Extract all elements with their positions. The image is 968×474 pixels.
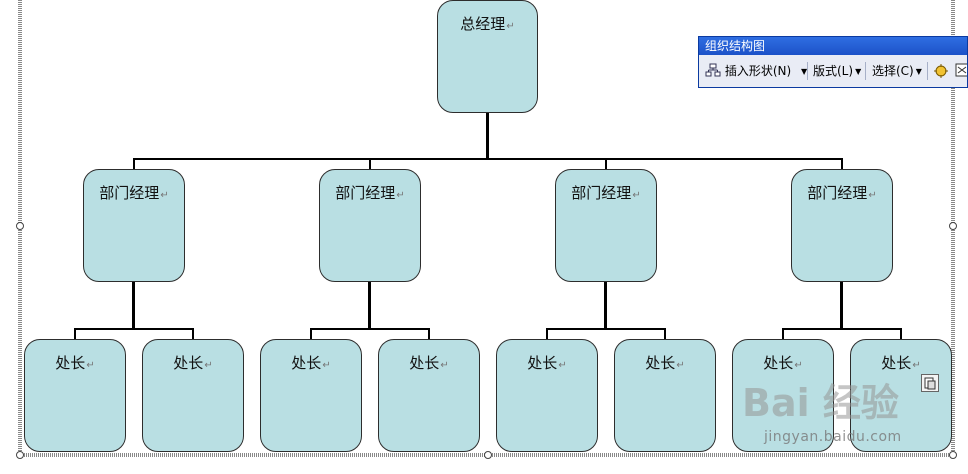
connector-horizontal-dept-3 [546,328,665,330]
connector-drop-4b [900,328,902,339]
connector-horizontal-dept-4 [782,328,901,330]
resize-handle-bottom-left[interactable] [16,451,24,459]
node-label: 处长 [527,354,558,372]
paragraph-mark: ↵ [160,190,169,201]
connector-drop-3b [664,328,666,339]
watermark-url: jingyan.baidu.com [764,429,902,445]
paragraph-mark: ↵ [440,360,449,371]
connector-drop-2a [310,328,312,339]
layout-label: 版式(L) [813,64,854,78]
connector-horizontal-level1 [133,158,842,160]
node-label: 部门经理 [571,184,632,202]
paragraph-mark: ↵ [868,190,877,201]
connector-drop-3 [605,158,607,169]
watermark-brand: Bai 经验 [742,381,899,425]
paragraph-mark: ↵ [506,21,515,32]
chevron-down-icon: ▼ [855,67,862,76]
paragraph-mark: ↵ [632,190,641,201]
baidu-watermark: Bai 经验 jingyan.baidu.com [736,372,968,472]
node-label: 部门经理 [335,184,396,202]
toolbar-separator [865,62,866,80]
insert-shape-icon [705,63,721,77]
org-chart-toolbar[interactable]: 组织结构图 插入形状(N) ▼ 版式(L)▼ 选择(C)▼ [698,36,968,88]
paragraph-mark: ↵ [86,360,95,371]
node-label: 部门经理 [99,184,160,202]
node-department-manager-4[interactable]: 部门经理↵ [791,169,893,282]
fit-text-icon [955,63,967,77]
connector-dept-2 [368,282,371,329]
connector-dept-3 [604,282,607,329]
connector-drop-2b [428,328,430,339]
node-label: 处长 [409,354,440,372]
resize-handle-bottom[interactable] [484,451,492,459]
resize-handle-left[interactable] [16,222,24,230]
toolbar-separator [807,62,808,80]
node-section-head-3b[interactable]: 处长↵ [614,339,716,452]
select-label: 选择(C) [872,64,914,78]
node-label: 处长 [173,354,204,372]
node-label: 处长 [291,354,322,372]
paste-options-icon[interactable] [921,374,939,392]
autoformat-icon [934,64,948,78]
node-section-head-2b[interactable]: 处长↵ [378,339,480,452]
node-label: 处长 [763,354,794,372]
paragraph-mark: ↵ [794,360,803,371]
paragraph-mark: ↵ [558,360,567,371]
connector-horizontal-dept-2 [310,328,429,330]
paragraph-mark: ↵ [396,190,405,201]
connector-drop-4 [841,158,843,169]
node-section-head-3a[interactable]: 处长↵ [496,339,598,452]
toolbar-row: 插入形状(N) ▼ 版式(L)▼ 选择(C)▼ [699,55,967,87]
select-button[interactable]: 选择(C)▼ [872,63,922,79]
node-label: 总经理 [460,15,506,33]
connector-drop-2 [369,158,371,169]
node-section-head-2a[interactable]: 处长↵ [260,339,362,452]
node-label: 处长 [881,354,912,372]
fit-text-button[interactable] [955,63,967,79]
node-section-head-1a[interactable]: 处长↵ [24,339,126,452]
resize-handle-bottom-right[interactable] [949,451,957,459]
insert-shape-label: 插入形状(N) [724,64,792,78]
chevron-down-icon: ▼ [915,67,922,76]
node-department-manager-2[interactable]: 部门经理↵ [319,169,421,282]
paragraph-mark: ↵ [322,360,331,371]
toolbar-title[interactable]: 组织结构图 [699,37,967,55]
node-label: 处长 [55,354,86,372]
connector-drop-3a [546,328,548,339]
connector-drop-1b [192,328,194,339]
node-department-manager-3[interactable]: 部门经理↵ [555,169,657,282]
insert-shape-dropdown[interactable]: ▼ [799,63,807,79]
connector-drop-4a [782,328,784,339]
node-section-head-1b[interactable]: 处长↵ [142,339,244,452]
node-section-head-4b[interactable]: 处长↵ [850,339,952,452]
autoformat-button[interactable] [933,63,949,79]
connector-dept-4 [840,282,843,329]
connector-dept-1 [132,282,135,329]
toolbar-separator [927,62,928,80]
connector-drop-1a [74,328,76,339]
insert-shape-button[interactable]: 插入形状(N) [705,63,791,79]
node-general-manager[interactable]: 总经理↵ [437,0,538,113]
chevron-down-icon: ▼ [801,67,808,76]
connector-top [486,112,489,159]
node-label: 处长 [645,354,676,372]
connector-horizontal-dept-1 [74,328,193,330]
node-department-manager-1[interactable]: 部门经理↵ [83,169,185,282]
resize-handle-right[interactable] [949,222,957,230]
paragraph-mark: ↵ [912,360,921,371]
layout-button[interactable]: 版式(L)▼ [813,63,861,79]
paragraph-mark: ↵ [204,360,213,371]
node-section-head-4a[interactable]: 处长↵ [732,339,834,452]
clipboard-icon [924,377,936,390]
node-label: 部门经理 [807,184,868,202]
paragraph-mark: ↵ [676,360,685,371]
connector-drop-1 [133,158,135,169]
